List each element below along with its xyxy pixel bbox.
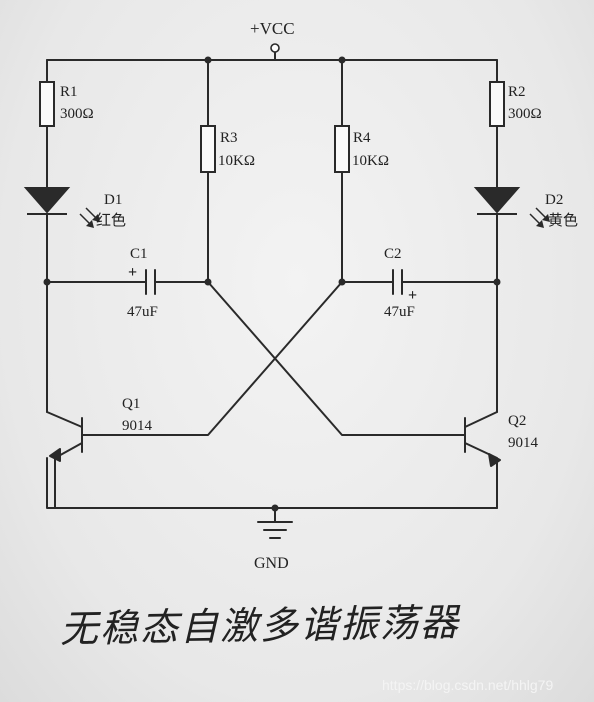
gnd-label: GND — [254, 555, 289, 572]
cross-wire-r3-to-q2 — [207, 281, 466, 436]
r3-ref: R3 — [220, 130, 238, 146]
c1-ref: C1 — [130, 246, 148, 262]
vcc-label: +VCC — [250, 19, 295, 38]
r2-value: 300Ω — [508, 106, 542, 122]
d2-color: 黄色 — [548, 212, 578, 229]
d2-light-arrowhead — [542, 214, 550, 222]
d1-color: 红色 — [96, 212, 126, 229]
r4-ref: R4 — [353, 130, 371, 146]
q2-emitter-arrow — [488, 453, 501, 467]
handwritten-caption: 无稳态自激多谐振荡器 — [60, 600, 462, 651]
junction-dot — [271, 504, 279, 512]
r4-body — [334, 125, 350, 173]
q1-emitter-arrow — [49, 448, 61, 462]
c2-polarity: + — [408, 287, 417, 304]
d1-ref: D1 — [104, 192, 122, 208]
c2-ref: C2 — [384, 246, 402, 262]
q2-collector — [464, 411, 498, 428]
r1-ref: R1 — [60, 84, 78, 100]
cross-wire-r4-to-q1 — [81, 281, 343, 436]
watermark-text: https://blog.csdn.net/hhlg79 — [382, 677, 553, 693]
c2-value: 47uF — [384, 304, 415, 320]
r2-body — [489, 81, 505, 127]
d2-triangle — [473, 187, 521, 214]
junction-dot — [204, 56, 212, 64]
junction-dot — [204, 278, 212, 286]
q2-emitter — [464, 442, 498, 509]
q2-part: 9014 — [508, 435, 539, 451]
r3-body — [200, 125, 216, 173]
q1-ref: Q1 — [122, 396, 140, 412]
junction-dot — [493, 278, 501, 286]
junction-dot — [338, 278, 346, 286]
q1-part: 9014 — [122, 418, 153, 434]
d2-light-arrowhead — [536, 220, 544, 228]
r3-value: 10KΩ — [218, 153, 255, 169]
c1-polarity: + — [128, 264, 137, 281]
r4-value: 10KΩ — [352, 153, 389, 169]
q2-ref: Q2 — [508, 413, 526, 429]
q1-collector — [46, 411, 83, 428]
junction-dot — [338, 56, 346, 64]
r1-value: 300Ω — [60, 106, 94, 122]
d2-ref: D2 — [545, 192, 563, 208]
r2-ref: R2 — [508, 84, 526, 100]
emitter-rail — [46, 457, 498, 509]
d1-triangle — [23, 187, 71, 214]
c1-value: 47uF — [127, 304, 158, 320]
d1-light-arrowhead — [86, 220, 94, 228]
vcc-terminal — [270, 43, 280, 53]
d1-light-arrowhead — [92, 214, 100, 222]
r1-body — [39, 81, 55, 127]
junction-dot — [43, 278, 51, 286]
